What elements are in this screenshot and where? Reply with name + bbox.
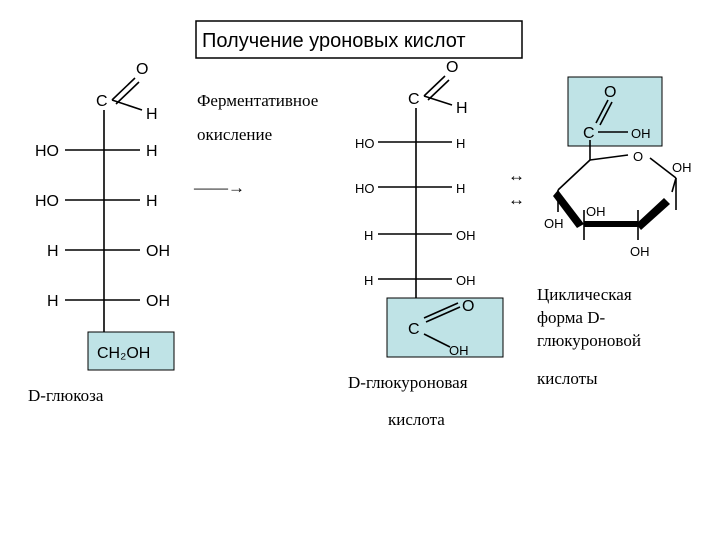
- glucose-h-top: H: [146, 106, 158, 123]
- glucuronic-name-line1: D-глюкуроновая: [348, 373, 468, 392]
- glucose-row3-left: H: [47, 243, 59, 260]
- cyclic-cooh-box: [567, 76, 663, 147]
- glucuronic-cooh-box: [386, 297, 504, 358]
- glucose-row2-left: HO: [35, 193, 59, 210]
- glucose-row1-left: HO: [35, 143, 59, 160]
- glucose-ch2oh: CH₂OH: [97, 345, 150, 362]
- cyclic-oh-acid: OH: [631, 126, 651, 141]
- cyclic-oh-c1: OH: [672, 160, 692, 175]
- glucuronic-row2-left: HO: [355, 181, 375, 196]
- cyclic-o-carbonyl: O: [604, 84, 616, 101]
- glucuronic-row1-right: H: [456, 136, 465, 151]
- glucuronic-row3-left: H: [364, 228, 373, 243]
- title-box: [195, 20, 523, 59]
- glucuronic-name-line2: кислота: [388, 410, 445, 429]
- glucose-name: D-глюкоза: [28, 386, 104, 405]
- cyclic-o-ring: O: [633, 149, 643, 164]
- cyclic-name-line4: кислоты: [537, 369, 598, 388]
- glucuronic-o-bottom: O: [462, 298, 474, 315]
- glucose-row2-right: H: [146, 193, 158, 210]
- equilibrium-arrow-2: ↔: [508, 190, 525, 209]
- glucuronic-o-top: O: [446, 59, 458, 76]
- glucuronic-oh-bottom: OH: [449, 343, 469, 358]
- glucose-row3-right: OH: [146, 243, 170, 260]
- reaction-arrow: ——→: [193, 178, 245, 197]
- cyclic-oh-bottom: OH: [630, 244, 650, 259]
- reaction-label-line2: окисление: [197, 125, 272, 144]
- glucuronic-row4-right: OH: [456, 273, 476, 288]
- glucose-row1-right: H: [146, 143, 158, 160]
- glucose-structure: C O H HO H HO H H OH H OH CH₂OH: [35, 61, 175, 371]
- cyclic-structure: O C OH O OH OH OH OH: [544, 76, 692, 259]
- cyclic-name-line2: форма D-: [537, 308, 605, 327]
- glucuronic-row3-right: OH: [456, 228, 476, 243]
- cyclic-name-line3: глюкуроновой: [537, 331, 641, 350]
- glucose-ch2oh-box: [87, 331, 175, 371]
- reaction-label-line1: Ферментативное: [197, 91, 318, 110]
- glucuronic-structure: C O H HO H HO H H OH H OH C O OH: [355, 59, 504, 358]
- glucuronic-row1-left: HO: [355, 136, 375, 151]
- cyclic-oh-mid: OH: [586, 204, 606, 219]
- equilibrium-arrow-1: ↔: [508, 166, 525, 185]
- glucuronic-row2-right: H: [456, 181, 465, 196]
- cyclic-oh-left: OH: [544, 216, 564, 231]
- glucose-row4-right: OH: [146, 293, 170, 310]
- glucose-c: C: [96, 93, 108, 110]
- glucuronic-c-top: C: [408, 91, 420, 108]
- glucuronic-row4-left: H: [364, 273, 373, 288]
- cyclic-c: C: [583, 125, 595, 142]
- glucose-o: O: [136, 61, 148, 78]
- glucuronic-h-top: H: [456, 100, 468, 117]
- glucose-row4-left: H: [47, 293, 59, 310]
- cyclic-name-line1: Циклическая: [537, 285, 632, 304]
- diagram-title: Получение уроновых кислот: [202, 30, 466, 52]
- glucuronic-c-bottom: C: [408, 321, 420, 338]
